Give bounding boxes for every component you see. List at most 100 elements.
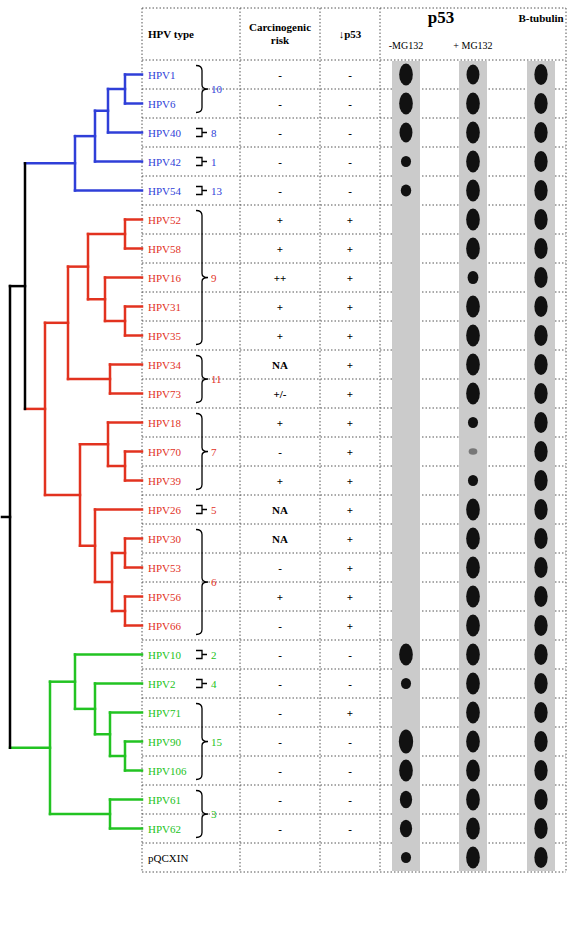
tubulin-band (534, 615, 547, 636)
p53-band (401, 678, 411, 689)
tree-branch (107, 423, 110, 467)
p53-band (466, 789, 480, 811)
tree-branch (45, 494, 80, 497)
p53-band (400, 123, 413, 143)
tree-branch (50, 813, 110, 816)
table-rule (142, 872, 566, 873)
hpv-type: HPV16 (148, 271, 181, 284)
tree-branch (112, 610, 125, 613)
tree-branch (95, 508, 142, 511)
tubulin-band (534, 209, 547, 230)
tubulin-band (534, 760, 547, 781)
tree-branch (124, 307, 127, 336)
table-rule (142, 756, 566, 757)
p53-cell: - (348, 155, 352, 168)
tubulin-band (534, 325, 547, 346)
p53-cell: + (347, 329, 353, 342)
tree-branch (124, 539, 127, 568)
tree-branch (109, 713, 112, 757)
tree-branch (79, 444, 82, 546)
hpv-type: HPV1 (148, 68, 176, 81)
p53-band (466, 847, 480, 869)
clade-number: 10 (211, 83, 222, 96)
tree-branch (25, 162, 75, 165)
tree-branch (75, 708, 95, 711)
tree-branch (124, 452, 127, 481)
clade-number: 2 (211, 648, 217, 661)
tubulin-band (534, 122, 547, 143)
risk-cell: - (278, 126, 282, 139)
tree-branch (125, 450, 142, 453)
p53-band (466, 209, 480, 231)
clade-number: 7 (211, 445, 217, 458)
risk-cell: + (277, 590, 283, 603)
p53-band (466, 122, 480, 144)
clade-brace (196, 680, 207, 688)
table-rule (142, 147, 566, 148)
clade-brace (196, 211, 208, 345)
hpv-type: HPV62 (148, 822, 181, 835)
table-rule (240, 8, 241, 872)
p53-band (466, 383, 480, 405)
table-rule (142, 321, 566, 322)
table-rule (142, 234, 566, 235)
column-header: HPV type (148, 28, 194, 41)
p53-cell: + (347, 416, 353, 429)
tubulin-band (534, 818, 547, 839)
tree-branch (94, 510, 97, 583)
table-rule (142, 350, 566, 351)
p53-band (469, 448, 478, 455)
clade-brace (196, 791, 208, 838)
clade-number: 3 (211, 808, 217, 821)
p53-band (466, 760, 480, 782)
tree-branch (95, 682, 142, 685)
clade-number: 8 (211, 126, 217, 139)
tree-branch (125, 769, 142, 772)
clade-number: 6 (211, 576, 217, 589)
hpv-type: HPV35 (148, 329, 181, 342)
p53-cell: - (348, 648, 352, 661)
tree-branch (125, 537, 142, 540)
clade-brace (196, 506, 207, 514)
hpv-type: HPV61 (148, 793, 181, 806)
tree-branch (95, 733, 110, 736)
p53-cell: + (347, 242, 353, 255)
p53-band (466, 702, 480, 724)
risk-cell: - (278, 706, 282, 719)
hpv-type: HPV52 (148, 213, 181, 226)
p53-band (468, 417, 478, 428)
tree-branch (108, 421, 142, 424)
risk-cell: - (278, 68, 282, 81)
table-rule (142, 524, 566, 525)
risk-cell: +/- (274, 387, 287, 400)
tree-branch (124, 75, 127, 104)
clade-brace (196, 530, 208, 635)
hpv-type: pQCXIN (148, 851, 188, 864)
clade-number: 11 (211, 373, 222, 386)
column-header: B-tubulin (518, 12, 563, 25)
p53-cell: + (347, 474, 353, 487)
p53-band (400, 791, 412, 809)
p53-cell: - (348, 735, 352, 748)
clade-number: 5 (211, 503, 217, 516)
p53-band (466, 499, 480, 521)
tubulin-band (534, 93, 547, 114)
tree-branch (87, 234, 90, 299)
tubulin-band (534, 499, 547, 520)
table-rule (320, 8, 321, 872)
tubulin-band (534, 238, 547, 259)
risk-cell: - (278, 155, 282, 168)
tree-branch (125, 102, 142, 105)
tree-branch (111, 553, 114, 611)
hpv-type: HPV90 (148, 735, 181, 748)
table-rule (142, 263, 566, 264)
tree-branch (68, 265, 88, 268)
risk-cell: - (278, 184, 282, 197)
tree-branch (125, 334, 142, 337)
hpv-type: HPV18 (148, 416, 181, 429)
tree-branch (109, 800, 112, 829)
hpv-type: HPV26 (148, 503, 181, 516)
tree-branch (125, 595, 142, 598)
tree-branch (125, 624, 142, 627)
tubulin-band (534, 847, 547, 868)
